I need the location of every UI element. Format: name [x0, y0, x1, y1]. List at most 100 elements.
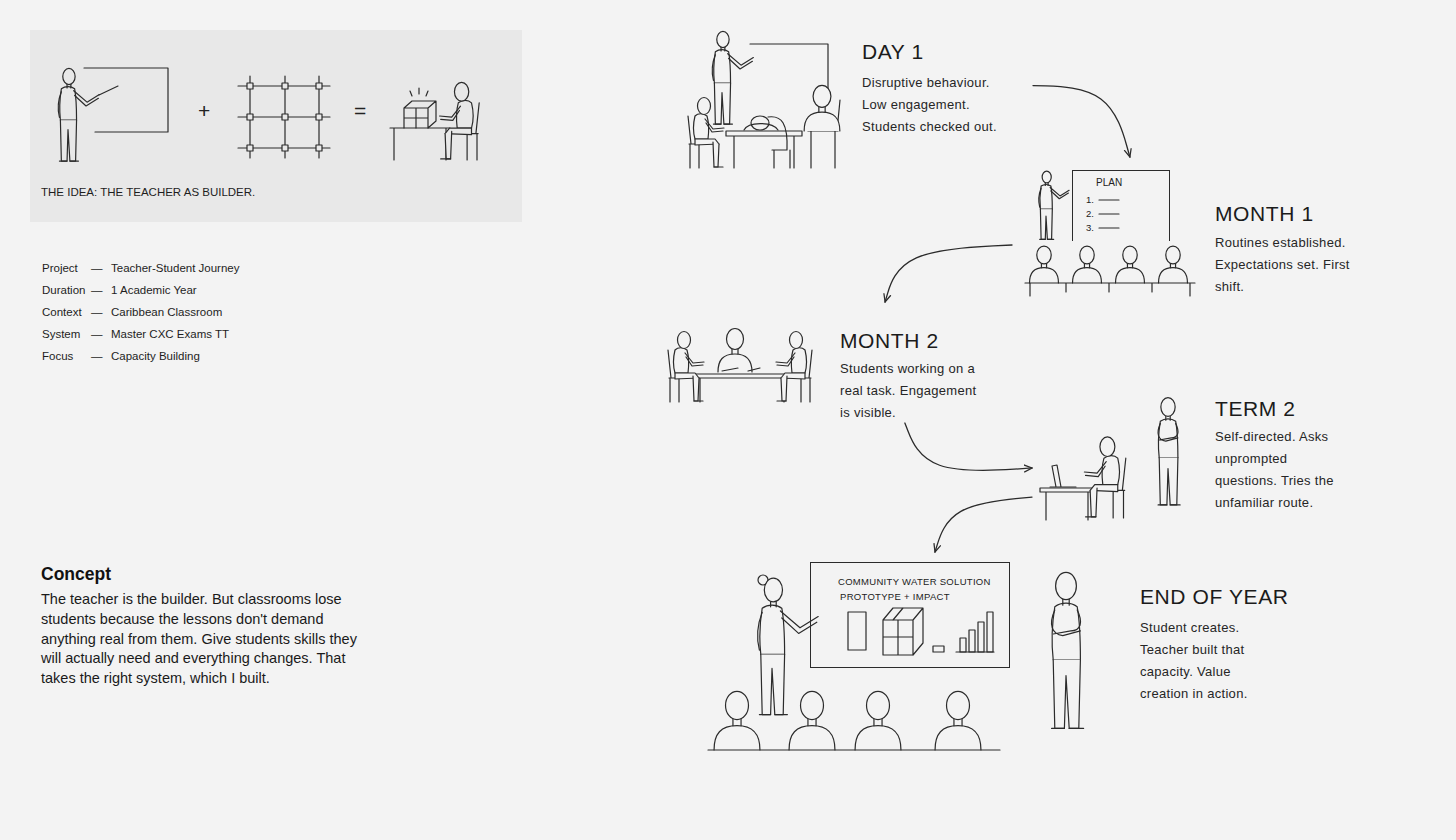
framework-grid-part: [247, 145, 253, 151]
info-value: Capacity Building: [111, 349, 200, 363]
prototype-drawing-part: [883, 608, 923, 655]
stage-notes: Student creates. Teacher built that capa…: [1140, 617, 1268, 705]
text-slot: TERM 2: [1215, 397, 1296, 421]
framework-grid-part: [282, 145, 288, 151]
board-subtitle: PROTOTYPE + IMPACT: [840, 591, 950, 603]
teacher-figure: [1158, 398, 1180, 505]
info-value: Teacher-Student Journey: [111, 261, 240, 275]
info-dash: —: [91, 261, 103, 275]
stage-block: END OF YEARStudent creates. Teacher buil…: [705, 555, 1280, 775]
stage-block: MONTH 2Students working on a real task. …: [660, 305, 990, 420]
journey-arrow: [905, 423, 1032, 470]
framework-grid-part: [316, 83, 322, 89]
text-slot: Capacity Building: [111, 349, 200, 363]
info-key: Context: [42, 305, 82, 319]
student-figure: [718, 329, 752, 373]
month-two-sketch: [668, 329, 812, 403]
text-slot: Focus: [42, 349, 73, 363]
framework-grid-part: [247, 83, 253, 89]
project-board: COMMUNITY WATER SOLUTION PROTOTYPE + IMPA…: [810, 562, 1010, 668]
stage-notes: Disruptive behaviour. Low engagement. St…: [862, 72, 1012, 138]
stage-heading: END OF YEAR: [1140, 585, 1289, 609]
info-dash: —: [91, 327, 103, 341]
text-slot: Student creates. Teacher built that capa…: [1140, 617, 1268, 705]
term-two-sketch: [1040, 398, 1180, 520]
builder-figure: [440, 82, 480, 160]
day-one-sketch: [688, 31, 840, 168]
text-slot: 2.: [1086, 208, 1094, 219]
audience-figure: [935, 691, 981, 750]
text-slot: 1 Academic Year: [111, 283, 197, 297]
text-slot: 1.: [1086, 194, 1094, 205]
table: [694, 374, 790, 402]
student-figure: [1084, 437, 1125, 518]
stage-notes: Routines established. Expectations set. …: [1215, 232, 1355, 298]
teacher-figure: [1052, 572, 1084, 728]
text-slot: +: [198, 99, 210, 123]
operator-symbol: +: [198, 99, 210, 123]
audience-figure: [714, 691, 760, 750]
stage-block: DAY 1 Disruptive behaviour. Low engagemen…: [665, 28, 1030, 172]
text-slot: System: [42, 327, 80, 341]
prototype-drawing-part: [848, 612, 866, 650]
info-dash: —: [91, 283, 103, 297]
board-title: COMMUNITY WATER SOLUTION: [838, 576, 991, 588]
teacher-figure: [58, 68, 99, 161]
text-slot: Self-directed. Asks unprompted questions…: [1215, 426, 1350, 514]
framework-grid-part: [282, 114, 288, 120]
text-slot: Concept: [41, 563, 111, 585]
papers: [722, 368, 760, 371]
list-number: 1.: [1086, 194, 1094, 205]
teacher-figure: [712, 31, 753, 124]
text-slot: Routines established. Expectations set. …: [1215, 232, 1355, 298]
text-slot: —: [91, 283, 103, 297]
stage-notes: Students working on a real task. Engagem…: [840, 358, 990, 424]
text-slot: MONTH 1: [1215, 202, 1314, 226]
prototype-drawing-part: [978, 622, 984, 652]
info-dash: —: [91, 305, 103, 319]
text-slot: MONTH 2: [840, 329, 939, 353]
framework-grid-part: [316, 114, 322, 120]
info-value: 1 Academic Year: [111, 283, 197, 297]
text-slot: Teacher-Student Journey: [111, 261, 240, 275]
journey-arrow: [935, 497, 1032, 552]
stage-block: MONTH 1 Routines established. Expectation…: [1015, 160, 1360, 300]
stage-heading: MONTH 2: [840, 329, 939, 353]
journey-arrow: [885, 245, 1012, 302]
floor-line: [708, 749, 1000, 750]
text-slot: Students working on a real task. Engagem…: [840, 358, 990, 424]
idea-panel-sketch: [30, 30, 522, 222]
plan-board: PLAN1.2.3.: [1072, 170, 1170, 241]
plan-lines: [1099, 200, 1119, 228]
framework-grid-part: [316, 145, 322, 151]
text-slot: Context: [42, 305, 82, 319]
text-slot: END OF YEAR: [1140, 585, 1289, 609]
info-key: Duration: [42, 283, 85, 297]
prototype-drawing: [848, 608, 994, 655]
prototype-drawing-part: [960, 638, 966, 652]
chair: [808, 100, 840, 168]
laptop: [1050, 465, 1076, 487]
prototype-drawing-part: [987, 612, 993, 652]
panel-caption: THE IDEA: THE TEACHER AS BUILDER.: [41, 185, 255, 199]
text-slot: The teacher is the builder. But classroo…: [41, 590, 371, 689]
list-number: 2.: [1086, 208, 1094, 219]
info-value: Master CXC Exams TT: [111, 327, 229, 341]
student-figure: [776, 332, 812, 403]
student-figure: [804, 85, 840, 131]
stage-heading: MONTH 1: [1215, 202, 1314, 226]
text-slot: PROTOTYPE + IMPACT: [840, 591, 950, 603]
prototype-drawing-part: [933, 646, 944, 652]
idea-panel-ground: [30, 30, 522, 222]
teacher-figure: [1039, 171, 1069, 239]
audience-figure: [855, 691, 901, 750]
idea-panel: + = THE IDEA: THE TEACHER AS BUILDER.: [30, 30, 522, 222]
operator-symbol: =: [354, 99, 366, 123]
info-dash: —: [91, 349, 103, 363]
desk: [1040, 488, 1094, 520]
stage-heading: TERM 2: [1215, 397, 1296, 421]
stage-block: TERM 2 Self-directed. Asks unprompted que…: [1035, 390, 1360, 532]
slumped-head: [751, 116, 769, 130]
text-slot: DAY 1: [862, 40, 924, 64]
builder-scene-part: [410, 88, 428, 96]
